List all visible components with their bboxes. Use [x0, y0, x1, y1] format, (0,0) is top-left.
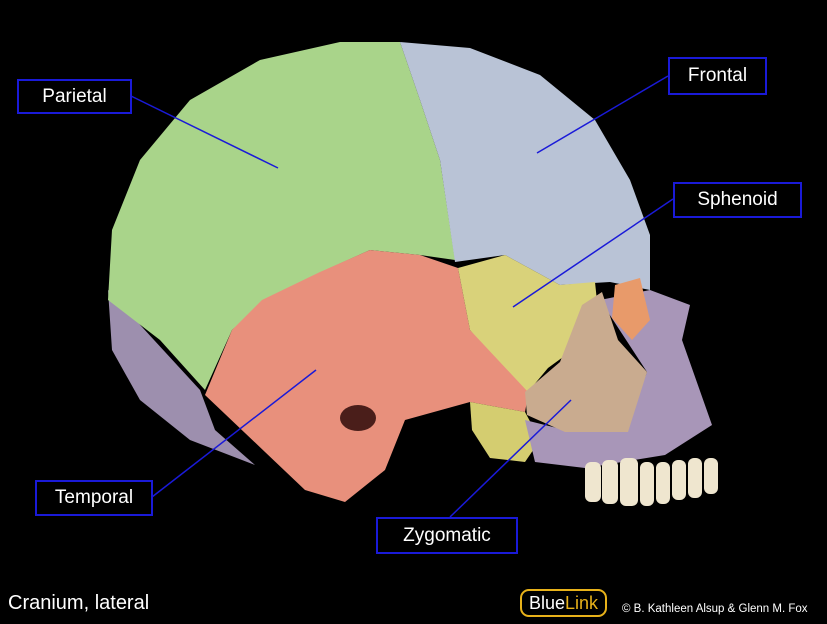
leader-temporal: [151, 369, 317, 498]
parietal-bone: [108, 42, 455, 390]
frontal-bone: [400, 42, 650, 290]
leader-frontal: [536, 75, 669, 154]
label-parietal: Parietal: [17, 79, 132, 114]
leader-sphenoid: [512, 198, 674, 308]
ear-canal: [340, 405, 376, 431]
leader-parietal: [130, 95, 279, 169]
figure-caption: Cranium, lateral: [8, 592, 150, 614]
maxilla-region: [525, 290, 712, 468]
leader-zygomatic: [449, 399, 572, 518]
temporal-bone: [205, 250, 530, 502]
leader-lines: [130, 75, 674, 518]
sphenoid-bone: [458, 255, 600, 392]
label-zygomatic: Zygomatic: [376, 517, 518, 554]
copyright-text: © B. Kathleen Alsup & Glenn M. Fox: [622, 603, 808, 615]
label-frontal: Frontal: [668, 57, 767, 95]
nasal-area: [612, 278, 650, 340]
teeth: [585, 458, 718, 506]
label-temporal: Temporal: [35, 480, 153, 516]
logo-part2: Link: [565, 592, 599, 613]
occipital-region: [108, 290, 255, 465]
logo-part1: Blue: [529, 592, 566, 613]
zygomatic-bone: [525, 292, 647, 432]
label-sphenoid: Sphenoid: [673, 182, 802, 218]
